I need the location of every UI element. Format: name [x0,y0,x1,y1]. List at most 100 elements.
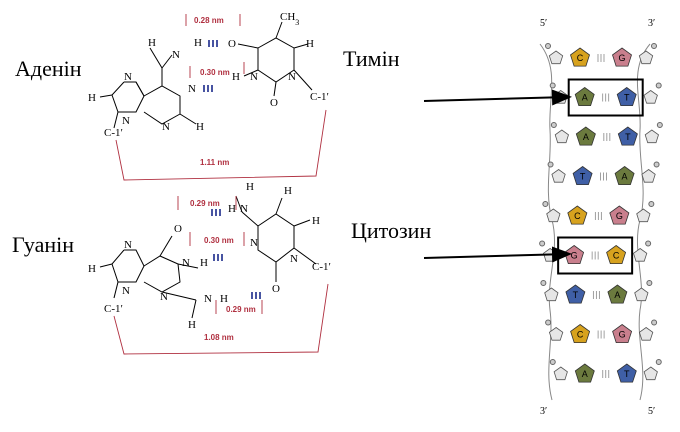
helix-base-left-8-label: A [582,369,588,379]
helix-base-right-7-label: G [619,330,626,340]
at-atom-n7: N [124,71,132,83]
helix-base-left-6-label: T [573,290,579,300]
helix-base-right-6 [607,284,628,304]
helix-base-left-4 [567,205,588,225]
helix-sugar-right-1 [643,90,658,104]
helix-phosphate-left-6 [540,280,547,286]
helix-phosphate-right-0 [651,43,657,49]
gc-pair-structure: H N N C-1′ O N H N N H H H H N H H N N O… [88,181,331,355]
helix-sugar-right-3 [641,169,656,183]
helix-base-left-0 [570,47,590,67]
helix-base-right-3 [614,166,635,186]
gc-atom-h8: H [88,263,96,275]
gc-atom-n2: N [204,293,212,305]
helix-phosphate-right-8 [655,359,662,365]
at-atom-n1: N [188,83,196,95]
at-atom-c1-t: C-1′ [310,91,329,103]
gc-atom-c1-g: C-1′ [104,303,123,315]
gc-dist-c1: 1.08 nm [204,333,234,342]
at-atom-c1-a: C-1′ [104,127,123,139]
helix-phosphate-right-4 [648,201,655,207]
gc-hbond-bottom [251,292,261,299]
helix-base-left-6 [565,284,586,304]
at-atom-o4: O [228,38,236,50]
helix-sugar-left-7 [548,327,564,341]
adenine-five-ring [111,81,145,113]
helix-phosphate-right-6 [646,280,653,286]
gc-atom-h2a: H [220,293,228,305]
helix-base-left-2 [575,126,596,146]
gc-atom-h5: H [284,185,292,197]
label-adenine: Аденін [15,56,82,81]
helix-base-left-2-label: A [583,132,589,142]
at-atom-n1t: N [288,71,296,83]
helix-sugar-right-6 [634,287,649,302]
helix-base-right-4 [609,205,630,225]
helix-phosphate-right-2 [656,122,663,128]
at-atom-h-amino: H [194,37,202,49]
helix-base-right-6-label: A [614,290,620,300]
helix-base-left-8 [574,363,595,383]
gc-dist-top: 0.29 nm [190,199,220,208]
at-atom-n-amino: N [172,49,180,61]
helix-phosphate-left-7 [545,319,552,326]
helix-phosphate-right-5 [645,240,652,247]
helix-base-right-5 [606,245,627,265]
arrow-to-gc-pair [423,246,572,263]
gc-atom-n3c: N [250,237,258,249]
at-dist-mid: 0.30 nm [200,68,230,77]
helix-base-left-0-label: C [577,53,584,63]
helix-base-left-1-label: A [582,93,588,103]
helix-base-right-2-label: T [625,132,631,142]
at-atom-h6: H [306,38,314,50]
gc-dist-mid: 0.30 nm [204,236,234,245]
gc-atom-o2c: O [272,283,280,295]
helix-base-right-1-label: T [624,93,630,103]
gc-atom-h1: H [200,257,208,269]
at-atom-n9: N [122,115,130,127]
at-atom-n3: N [162,121,170,133]
helix-sugar-right-2 [644,129,659,144]
label-guanine: Гуанін [12,232,74,257]
gc-hbond-mid [213,254,223,261]
at-atom-ch3: CH3 [280,11,299,27]
adenine-six-ring [143,85,181,125]
at-atom-n3t: N [250,71,258,83]
helix-phosphate-right-7 [651,319,658,326]
helix-base-right-0 [612,47,632,67]
helix-base-left-1 [574,87,595,106]
helix-sugar-left-3 [551,169,566,183]
label-thymine: Тимін [343,46,400,71]
helix-bottom-left-end: 3′ [540,406,547,417]
gc-atom-o6: O [174,223,182,235]
helix-base-right-8 [616,363,637,383]
gc-atom-h2b: H [188,319,196,331]
helix-phosphate-left-5 [539,240,546,247]
helix-phosphate-right-3 [653,161,660,168]
helix-base-right-0-label: G [618,53,625,63]
helix-sugar-left-8 [553,366,568,381]
guanine-six-ring [143,255,181,293]
gc-atom-h-amino-2: H [228,203,236,215]
gc-atom-h-amino-1: H [246,181,254,193]
gc-dist-bottom: 0.29 nm [226,305,256,314]
helix-phosphate-left-8 [549,359,556,365]
helix-sugar-right-0 [638,50,654,65]
helix-base-left-3 [572,166,593,186]
at-dist-c1-line [115,109,327,181]
gc-atom-n9: N [122,285,130,297]
helix-phosphate-left-4 [542,201,549,207]
helix-base-left-4-label: C [574,211,581,221]
helix-phosphate-left-0 [545,43,551,49]
helix-phosphate-left-1 [549,82,556,89]
helix-sugar-right-7 [638,327,654,341]
helix-base-right-3-label: A [622,172,628,182]
at-dist-top: 0.28 nm [194,16,224,25]
helix-phosphate-left-2 [550,122,557,128]
gc-atom-c1-c: C-1′ [312,261,331,273]
helix-bottom-right-end: 5′ [648,406,655,417]
helix-base-left-7-label: C [577,330,584,340]
